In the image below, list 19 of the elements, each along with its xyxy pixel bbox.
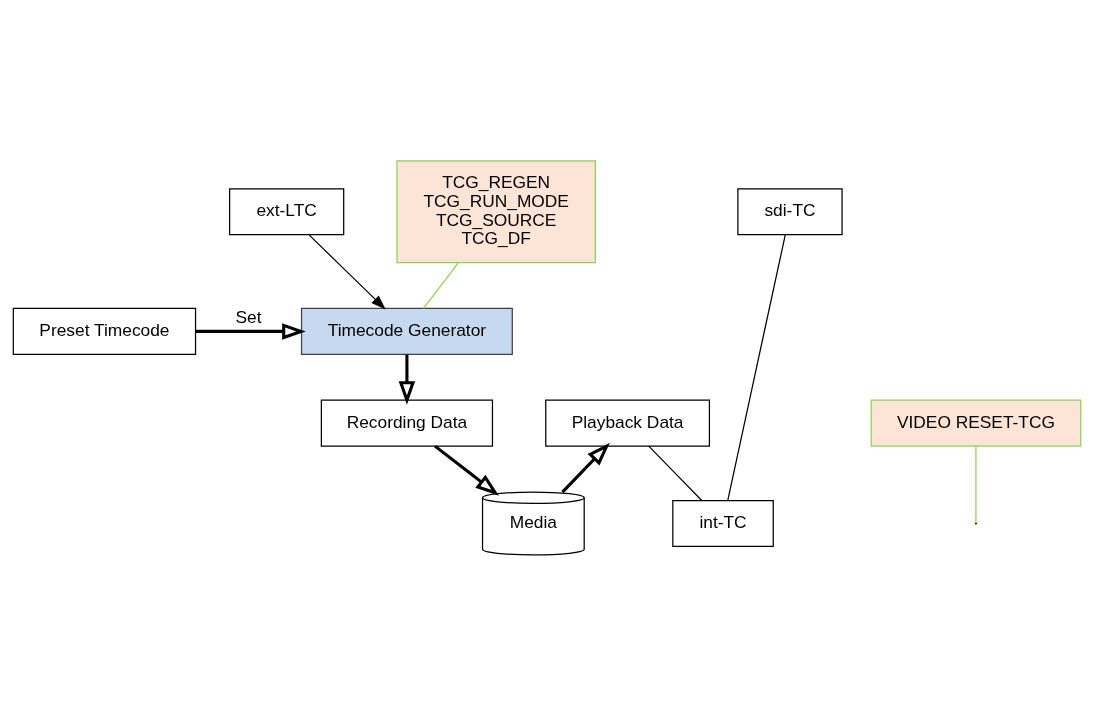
arrow — [398, 354, 416, 405]
arrow — [195, 323, 306, 340]
node-box: VIDEO RESET-TCG — [870, 399, 1082, 447]
node-box: sdi-TC — [737, 188, 843, 236]
connector — [727, 234, 786, 502]
arrow — [434, 444, 499, 496]
edge-label: Set — [235, 306, 262, 327]
arrow — [561, 442, 610, 494]
node-box: Recording Data — [320, 399, 494, 447]
connector — [648, 445, 703, 501]
node-box: Playback Data — [545, 399, 710, 447]
node-box: int-TC — [672, 499, 774, 548]
connector — [975, 445, 977, 523]
connector — [422, 262, 459, 310]
node-box: TCG_REGEN TCG_RUN_MODE TCG_SOURCE TCG_DF — [396, 160, 596, 264]
node-box: ext-LTC — [229, 188, 345, 236]
node-box: Preset Timecode — [12, 307, 197, 355]
node-box: Timecode Generator — [300, 307, 513, 355]
arrow — [308, 234, 386, 310]
